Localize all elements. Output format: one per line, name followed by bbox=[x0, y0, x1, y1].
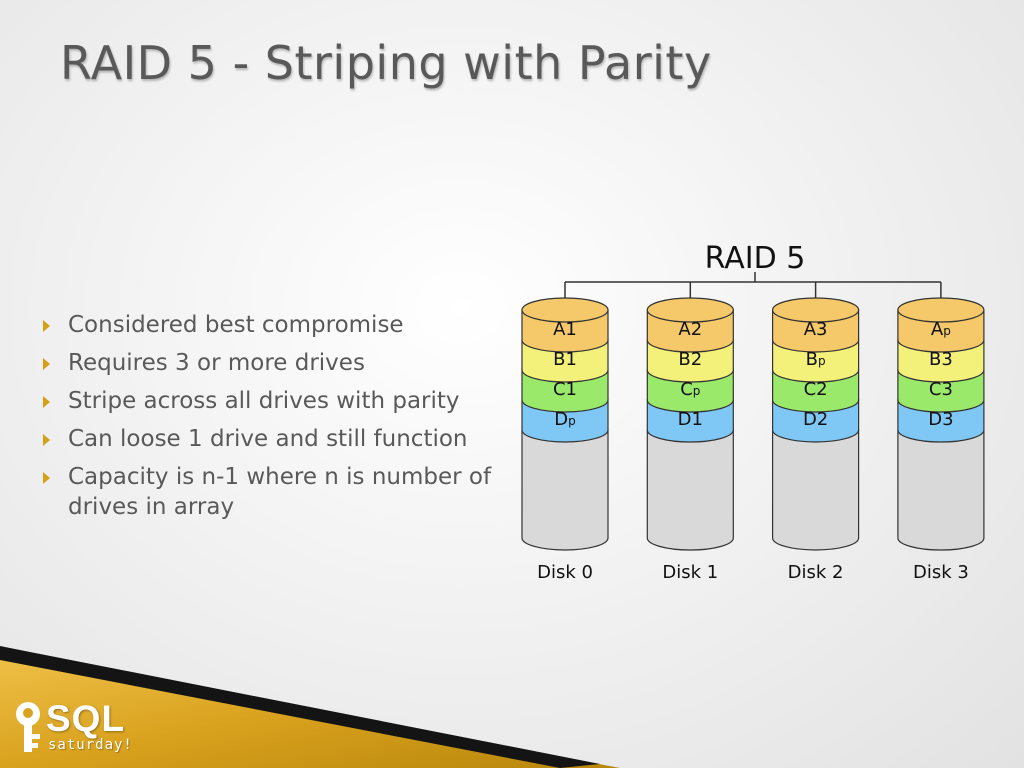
bullet-arrow-icon bbox=[43, 472, 50, 484]
slide-title: RAID 5 - Striping with Parity bbox=[60, 36, 712, 90]
bullet-arrow-icon bbox=[43, 434, 50, 446]
block-label: C3 bbox=[929, 379, 953, 400]
block-label: Bp bbox=[806, 349, 826, 370]
sqlsaturday-logo: SQL saturday! bbox=[12, 698, 152, 760]
logo-sql-text: SQL bbox=[46, 698, 126, 739]
disk-body bbox=[897, 429, 985, 551]
block-label: Cp bbox=[680, 379, 700, 400]
block-label: B3 bbox=[929, 349, 953, 370]
block-label: A1 bbox=[553, 319, 577, 340]
disk-top-cap bbox=[521, 297, 609, 323]
bullet-text: Can loose 1 drive and still function bbox=[68, 426, 468, 452]
logo-saturday-text: saturday! bbox=[48, 737, 133, 753]
disk-body bbox=[521, 429, 609, 551]
block-label: D1 bbox=[678, 409, 703, 430]
block-label: D2 bbox=[803, 409, 828, 430]
key-icon bbox=[16, 702, 40, 752]
bullet-item: Requires 3 or more drives bbox=[40, 348, 510, 378]
disk-label: Disk 0 bbox=[537, 562, 593, 583]
parity-subscript: p bbox=[693, 384, 701, 398]
block-label: A3 bbox=[804, 319, 828, 340]
disk-top-cap bbox=[646, 297, 734, 323]
disk-top-cap bbox=[772, 297, 860, 323]
bullet-arrow-icon bbox=[43, 396, 50, 408]
bullet-arrow-icon bbox=[43, 320, 50, 332]
block-label: B1 bbox=[553, 349, 577, 370]
disk-label: Disk 3 bbox=[913, 562, 969, 583]
disk-body bbox=[646, 429, 734, 551]
disk-label: Disk 1 bbox=[662, 562, 718, 583]
block-label: C2 bbox=[804, 379, 828, 400]
bullet-list: Considered best compromise Requires 3 or… bbox=[40, 310, 510, 530]
footer-decoration bbox=[0, 646, 620, 768]
block-label: Dp bbox=[554, 409, 576, 430]
parity-subscript: p bbox=[943, 324, 951, 338]
bullet-text: Requires 3 or more drives bbox=[68, 350, 365, 376]
bullet-arrow-icon bbox=[43, 358, 50, 370]
bullet-text: Stripe across all drives with parity bbox=[68, 388, 460, 414]
block-label: B2 bbox=[678, 349, 702, 370]
disk-label: Disk 2 bbox=[788, 562, 844, 583]
disk-top-cap bbox=[897, 297, 985, 323]
diagram-title: RAID 5 bbox=[705, 241, 806, 276]
bullet-text: Capacity is n-1 where n is number of dri… bbox=[68, 464, 492, 520]
bullet-text: Considered best compromise bbox=[68, 312, 404, 338]
bullet-item: Considered best compromise bbox=[40, 310, 510, 340]
bullet-item: Can loose 1 drive and still function bbox=[40, 424, 510, 454]
bullet-item: Capacity is n-1 where n is number of dri… bbox=[40, 462, 510, 522]
block-label: C1 bbox=[553, 379, 577, 400]
disk-body bbox=[772, 429, 860, 551]
block-label: Ap bbox=[931, 319, 951, 340]
parity-subscript: p bbox=[818, 354, 826, 368]
block-label: D3 bbox=[928, 409, 953, 430]
bullet-item: Stripe across all drives with parity bbox=[40, 386, 510, 416]
parity-subscript: p bbox=[568, 414, 576, 428]
block-label: A2 bbox=[678, 319, 702, 340]
